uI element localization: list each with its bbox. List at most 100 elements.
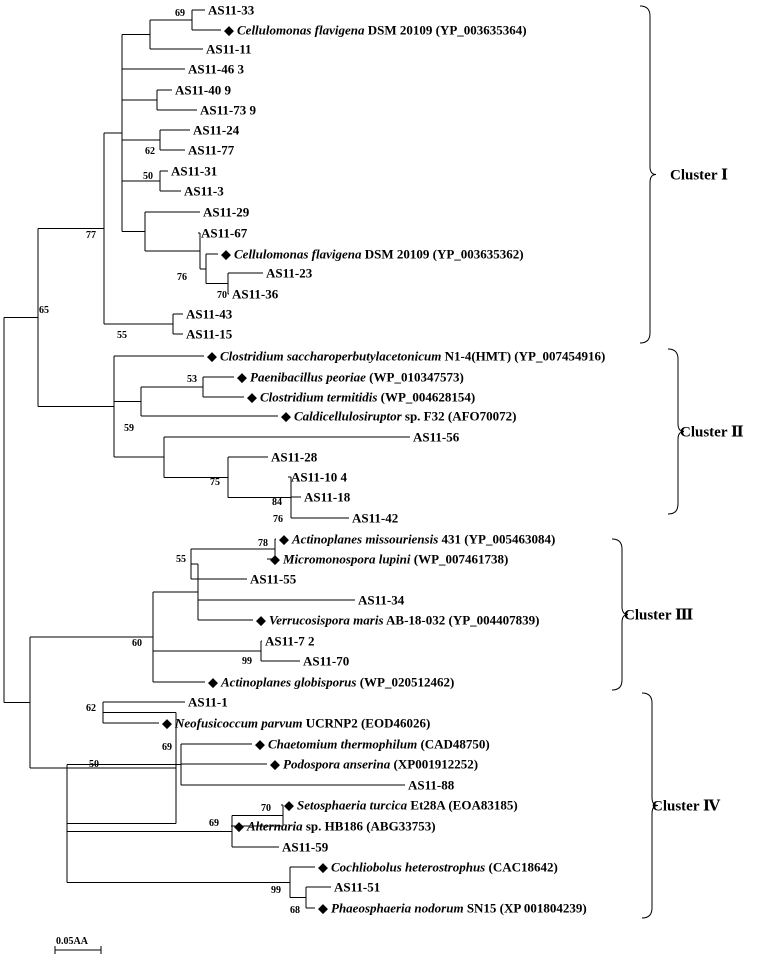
cluster-label: Cluster Ⅳ	[652, 799, 721, 815]
diamond-marker-icon: ◆	[237, 370, 247, 385]
leaf-label: Phaeosphaeria nodorum SN15 (XP 001804239…	[331, 901, 587, 916]
leaf-label: AS11-73 9	[200, 103, 256, 118]
bootstrap-value: 70	[261, 803, 271, 814]
leaf-label: AS11-36	[232, 287, 279, 302]
bootstrap-value: 65	[39, 305, 49, 316]
bootstrap-value: 55	[176, 554, 186, 565]
bootstrap-value: 69	[162, 742, 172, 753]
diamond-marker-icon: ◆	[208, 675, 218, 690]
leaf-label: AS11-1	[188, 695, 228, 710]
leaf-label: AS11-70	[303, 654, 349, 669]
cluster-bracket	[641, 692, 659, 919]
leaf-label: Alternaria sp. HB186 (ABG33753)	[246, 819, 436, 834]
bootstrap-value: 50	[89, 759, 99, 770]
leaf-label: AS11-42	[352, 511, 398, 526]
diamond-marker-icon: ◆	[279, 532, 289, 547]
bootstrap-value: 62	[145, 146, 155, 157]
diamond-marker-icon: ◆	[255, 737, 265, 752]
bootstrap-value: 59	[124, 423, 134, 434]
leaf-label: AS11-51	[334, 880, 380, 895]
cluster-label: Cluster Ⅰ	[670, 168, 728, 184]
leaf-label: AS11-15	[186, 327, 233, 342]
leaf-label: AS11-43	[186, 307, 233, 322]
leaf-label: AS11-33	[208, 3, 255, 18]
diamond-marker-icon: ◆	[234, 819, 244, 834]
bootstrap-value: 76	[177, 272, 187, 283]
bootstrap-value: 78	[258, 538, 268, 549]
diamond-marker-icon: ◆	[224, 23, 234, 38]
diamond-marker-icon: ◆	[207, 349, 217, 364]
leaf-label: AS11-7 2	[265, 634, 314, 649]
cluster-label: Cluster Ⅱ	[680, 425, 744, 441]
bootstrap-value: 60	[132, 638, 142, 649]
leaf-label: Podospora anserina (XP001912252)	[283, 757, 478, 772]
leaf-label: AS11-34	[358, 593, 405, 608]
leaf-labels: AS11-33◆Cellulomonas flavigena DSM 20109…	[162, 3, 605, 916]
leaf-label: AS11-55	[250, 572, 297, 587]
diamond-marker-icon: ◆	[270, 552, 280, 567]
leaf-label: Micromonospora lupini (WP_007461738)	[282, 552, 508, 567]
cluster-bracket	[611, 538, 629, 691]
bootstrap-value: 62	[86, 703, 96, 714]
leaf-label: Verrucosispora maris AB-18-032 (YP_00440…	[269, 613, 540, 628]
leaf-label: Clostridium termitidis (WP_004628154)	[260, 390, 475, 405]
leaf-label: AS11-31	[171, 164, 217, 179]
leaf-label: Setosphaeria turcica Et28A (EOA83185)	[297, 798, 518, 813]
leaf-label: AS11-3	[184, 184, 224, 199]
diamond-marker-icon: ◆	[284, 798, 294, 813]
cluster-label: Cluster Ⅲ	[624, 608, 693, 624]
diamond-marker-icon: ◆	[318, 901, 328, 916]
bootstrap-value: 84	[272, 497, 282, 508]
bootstrap-value: 69	[209, 818, 219, 829]
leaf-label: AS11-23	[266, 266, 313, 281]
leaf-label: AS11-10 4	[291, 470, 347, 485]
leaf-label: AS11-46 3	[188, 62, 244, 77]
diamond-marker-icon: ◆	[270, 757, 280, 772]
leaf-label: AS11-56	[413, 430, 460, 445]
leaf-label: Actinoplanes missouriensis 431 (YP_00546…	[291, 532, 555, 547]
leaf-label: AS11-11	[206, 42, 252, 57]
diamond-marker-icon: ◆	[281, 409, 291, 424]
bootstrap-value: 76	[273, 514, 283, 525]
leaf-label: Cochliobolus heterostrophus (CAC18642)	[331, 860, 558, 875]
bootstrap-value: 75	[210, 477, 220, 488]
diamond-marker-icon: ◆	[318, 860, 328, 875]
cluster-brackets: Cluster Ⅰ Cluster Ⅱ Cluster Ⅲ Cluster Ⅳ	[611, 5, 744, 919]
tree-branches	[3, 9, 410, 909]
leaf-label: AS11-40 9	[175, 83, 231, 98]
bootstrap-value: 99	[242, 656, 252, 667]
diamond-marker-icon: ◆	[247, 390, 257, 405]
scale-bar-label: 0.05AA	[56, 936, 89, 947]
leaf-label: AS11-18	[304, 490, 351, 505]
leaf-label: AS11-28	[271, 450, 318, 465]
leaf-label: AS11-24	[193, 123, 240, 138]
leaf-label: Chaetomium thermophilum (CAD48750)	[268, 737, 490, 752]
bootstrap-value: 70	[217, 290, 227, 301]
leaf-label: Actinoplanes globisporus (WP_020512462)	[220, 675, 454, 690]
cluster-bracket	[639, 5, 657, 344]
cluster-bracket	[667, 348, 685, 515]
leaf-label: AS11-67	[201, 226, 248, 241]
leaf-label: AS11-59	[282, 840, 329, 855]
leaf-label: Neofusicoccum parvum UCRNP2 (EOD46026)	[174, 716, 430, 731]
leaf-label: AS11-29	[203, 205, 250, 220]
leaf-label: Paenibacillus peoriae (WP_010347573)	[250, 370, 464, 385]
leaf-label: Clostridium saccharoperbutylacetonicum N…	[220, 349, 605, 364]
leaf-label: Cellulomonas flavigena DSM 20109 (YP_003…	[237, 23, 527, 38]
diamond-marker-icon: ◆	[221, 247, 231, 262]
bootstrap-value: 69	[175, 8, 185, 19]
leaf-label: Caldicellulosiruptor sp. F32 (AFO70072)	[294, 409, 516, 424]
bootstrap-value: 68	[290, 905, 300, 916]
bootstrap-value: 50	[143, 171, 153, 182]
bootstrap-value: 55	[117, 330, 127, 341]
leaf-label: AS11-88	[408, 778, 455, 793]
bootstrap-value: 53	[187, 374, 197, 385]
bootstrap-values: 69 62 50 77 76 70 55 65 53 59 75 84 76 78 55 99 60 62 69 50…	[39, 8, 300, 916]
leaf-label: Cellulomonas flavigena DSM 20109 (YP_003…	[234, 247, 524, 262]
scale-bar: 0.05AA	[54, 936, 102, 954]
diamond-marker-icon: ◆	[256, 613, 266, 628]
bootstrap-value: 77	[86, 230, 96, 241]
diamond-marker-icon: ◆	[162, 716, 172, 731]
leaf-label: AS11-77	[188, 143, 235, 158]
